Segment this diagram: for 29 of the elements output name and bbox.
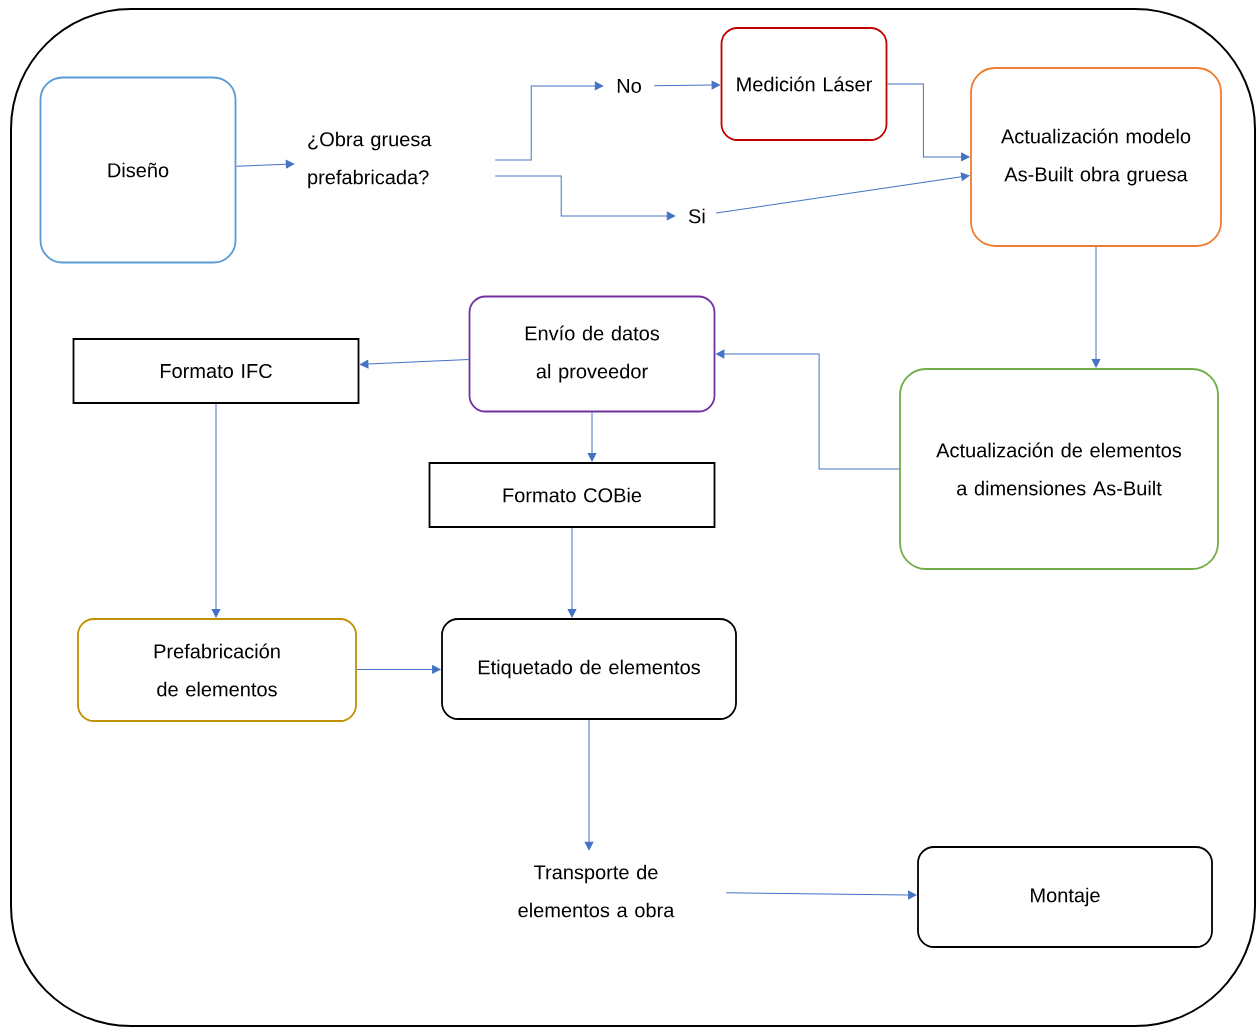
process-text: Transporte de elementos a obra	[518, 864, 675, 918]
arrow	[356, 665, 441, 674]
arrow	[725, 890, 917, 900]
arrow	[716, 349, 900, 470]
arrow	[587, 411, 597, 462]
arrow	[715, 172, 970, 214]
arrow	[494, 81, 604, 161]
arrow	[494, 175, 676, 221]
process-box: Prefabricación de elementos	[77, 618, 357, 722]
arrow	[235, 159, 295, 169]
format-box: Formato IFC	[72, 338, 360, 404]
branch-label: Si	[688, 208, 705, 224]
branch-label: No	[617, 79, 641, 93]
decision-text: ¿Obra gruesa prefabricada?	[308, 131, 432, 189]
process-box: Actualización de elementos a dimensiones As-Built	[899, 368, 1219, 570]
process-box: Envío de datos al proveedor	[468, 295, 716, 413]
arrow	[886, 83, 970, 162]
arrow	[1091, 246, 1101, 368]
process-box: Diseño	[39, 76, 237, 264]
arrow	[653, 80, 720, 90]
process-box: Actualización modelo As-Built obra gruesa	[970, 67, 1222, 247]
process-box: Montaje	[917, 846, 1213, 948]
process-box: Etiquetado de elementos	[441, 618, 737, 720]
arrow	[567, 527, 577, 618]
arrow	[360, 359, 470, 369]
format-box: Formato COBie	[428, 462, 716, 528]
arrow	[584, 719, 594, 851]
arrow	[211, 403, 221, 618]
process-box: Medición Láser	[720, 27, 888, 141]
